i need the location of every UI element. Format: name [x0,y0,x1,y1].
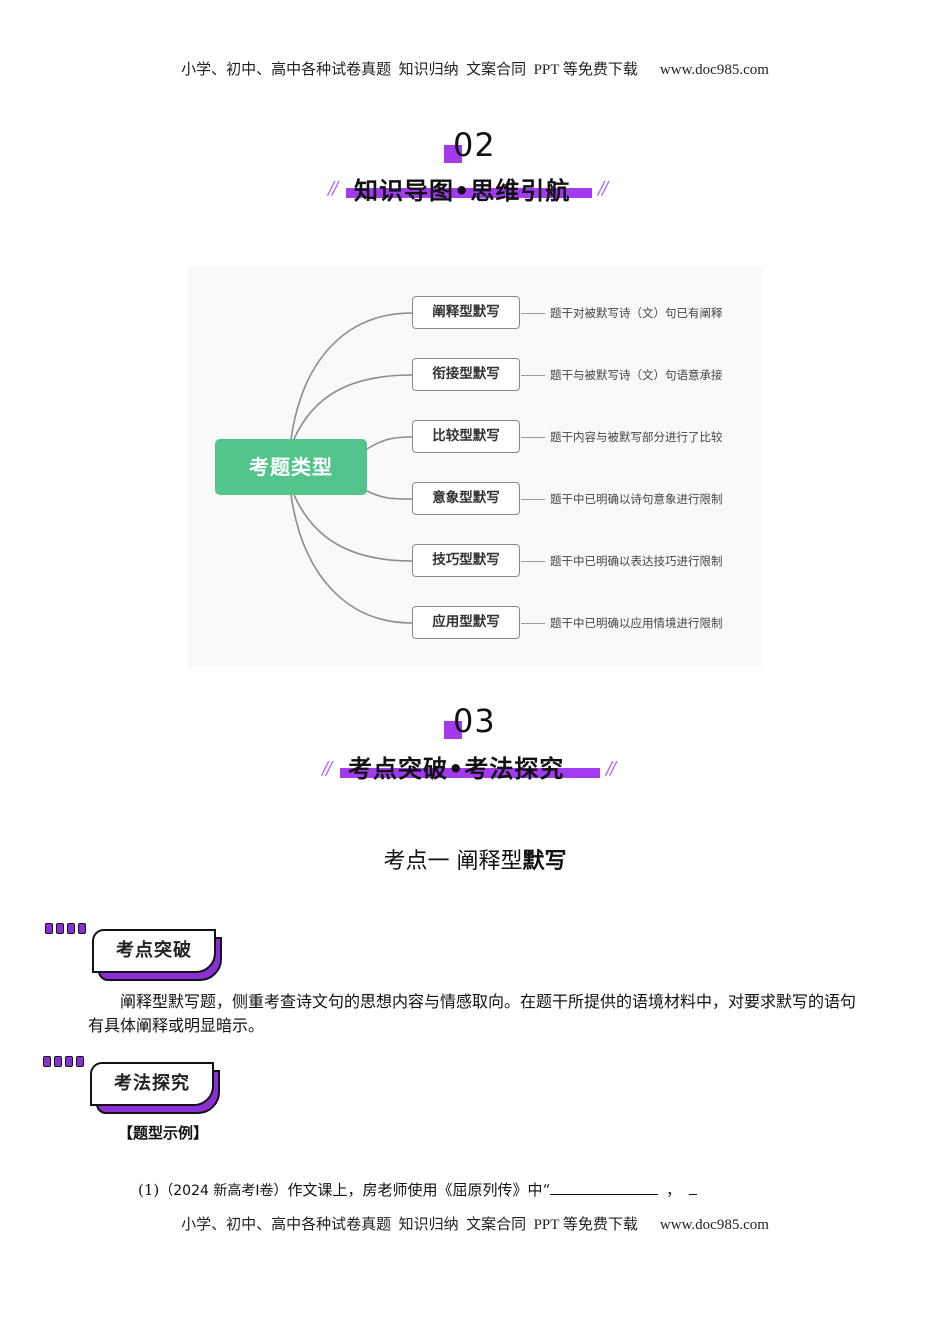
mind-map-node: 阐释型默写 [412,296,520,329]
question-sep: ， [666,1181,682,1199]
topic-heading-prefix: 考点一 阐释型 [383,849,523,874]
node-connector [521,499,545,500]
question-number: (1) [138,1181,160,1199]
mind-map-node: 衔接型默写 [412,358,520,391]
section-02-banner: 02 知识导图•思维引航 // // [0,126,950,218]
section-title: 知识导图•思维引航 [354,177,571,205]
mind-map: 考题类型 阐释型默写 题干对被默写诗（文）句已有阐释 衔接型默写 题干与被默写诗… [188,267,762,667]
page-footer: 小学、初中、高中各种试卷真题 知识归纳 文案合同 PPT 等免费下载 www.do… [0,1213,950,1234]
badge-label: 考法探究 [90,1062,214,1106]
node-connector [521,375,545,376]
section-title: 考点突破•考法探究 [348,755,565,783]
slash-decoration-right: // [606,758,616,779]
node-description: 题干与被默写诗（文）句语意承接 [550,368,723,382]
node-connector [521,313,545,314]
title-underline-bar [346,188,592,198]
header-text: 小学、初中、高中各种试卷真题 知识归纳 文案合同 PPT 等免费下载 [181,62,638,78]
node-connector [521,437,545,438]
node-connector [521,561,545,562]
badge-label: 考点突破 [92,929,216,973]
header-url[interactable]: www.doc985.com [659,62,769,78]
mind-map-node: 比较型默写 [412,420,520,453]
title-underline-bar [340,768,600,778]
question-source: （2024 新高考Ⅰ卷） [159,1183,288,1199]
mind-map-root-node: 考题类型 [215,439,367,495]
mind-map-node: 意象型默写 [412,482,520,515]
node-description: 题干对被默写诗（文）句已有阐释 [550,306,723,320]
question-1: (1)（2024 新高考Ⅰ卷）作文课上，房老师使用《屈原列传》中“ ， [138,1179,698,1200]
question-text: 作文课上，房老师使用《屈原列传》中“ [287,1181,551,1199]
node-description: 题干中已明确以表达技巧进行限制 [550,554,723,568]
slash-decoration-left: // [328,178,338,199]
example-label: 【题型示例】 [118,1124,209,1142]
number-accent-square [444,721,462,739]
node-connector [521,623,545,624]
footer-url[interactable]: www.doc985.com [659,1217,769,1233]
node-description: 题干内容与被默写部分进行了比较 [550,430,723,444]
number-accent-square [444,145,462,163]
slash-decoration-right: // [598,178,608,199]
node-description: 题干中已明确以应用情境进行限制 [550,616,723,630]
intro-paragraph: 阐释型默写题，侧重考查诗文句的思想内容与情感取向。在题干所提供的语境材料中，对要… [88,992,857,1035]
page-header: 小学、初中、高中各种试卷真题 知识归纳 文案合同 PPT 等免费下载 www.do… [0,58,950,79]
footer-text: 小学、初中、高中各种试卷真题 知识归纳 文案合同 PPT 等免费下载 [181,1217,638,1233]
node-description: 题干中已明确以诗句意象进行限制 [550,492,723,506]
answer-blank[interactable] [550,1180,659,1195]
topic-heading: 考点一 阐释型默写 [0,843,950,875]
answer-blank[interactable] [689,1180,698,1195]
mind-map-node: 应用型默写 [412,606,520,639]
mind-map-node: 技巧型默写 [412,544,520,577]
section-03-banner: 03 考点突破•考法探究 // // [0,702,950,794]
notebook-rings-icon [43,1056,84,1067]
slash-decoration-left: // [322,758,332,779]
topic-heading-bold: 默写 [522,849,567,874]
section-number: 02 [453,126,496,164]
mind-map-connectors [290,312,413,624]
notebook-rings-icon [45,923,86,934]
section-number: 03 [453,702,496,740]
